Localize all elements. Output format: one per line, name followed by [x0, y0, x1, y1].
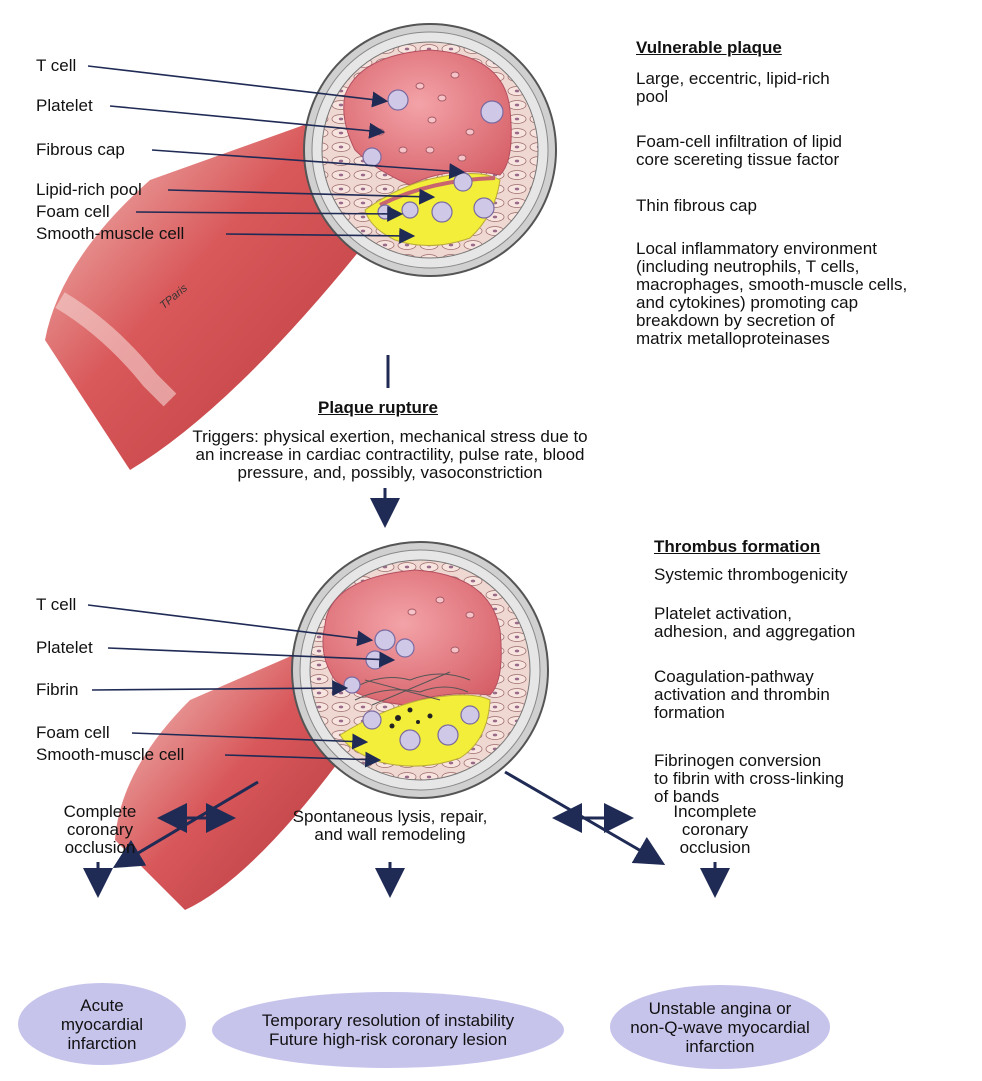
label-smooth-muscle-bottom: Smooth-muscle cell	[36, 746, 184, 764]
result-unstable-angina: Unstable angina or non-Q-wave myocardial…	[610, 985, 830, 1069]
label-foam-cell-bottom: Foam cell	[36, 724, 110, 742]
label-platelet-top: Platelet	[36, 97, 93, 115]
thrombus-formation-title: Thrombus formation	[654, 537, 820, 557]
label-t-cell-bottom: T cell	[36, 596, 76, 614]
thrombus-item: Fibrinogen conversion to fibrin with cro…	[654, 752, 844, 806]
plaque-rupture-triggers: Triggers: physical exertion, mechanical …	[140, 428, 640, 482]
label-t-cell-top: T cell	[36, 57, 76, 75]
label-fibrin: Fibrin	[36, 681, 79, 699]
vulnerable-item: Foam-cell infiltration of lipid core sce…	[636, 133, 842, 169]
label-fibrous-cap: Fibrous cap	[36, 141, 125, 159]
result-acute-mi: Acute myocardial infarction	[18, 983, 186, 1065]
label-foam-cell-top: Foam cell	[36, 203, 110, 221]
thrombus-item: Coagulation-pathway activation and throm…	[654, 668, 830, 722]
result-temporary-resolution: Temporary resolution of instability Futu…	[212, 992, 564, 1068]
label-smooth-muscle-top: Smooth-muscle cell	[36, 225, 184, 243]
vulnerable-plaque-title: Vulnerable plaque	[636, 38, 782, 58]
label-lipid-rich-pool: Lipid-rich pool	[36, 181, 142, 199]
outcome-complete-occlusion: Complete coronary occlusion	[40, 803, 160, 857]
plaque-rupture-title: Plaque rupture	[318, 398, 438, 418]
vulnerable-item: Large, eccentric, lipid-rich pool	[636, 70, 830, 106]
outcome-incomplete-occlusion: Incomplete coronary occlusion	[640, 803, 790, 857]
vulnerable-item: Thin fibrous cap	[636, 197, 757, 215]
vulnerable-item: Local inflammatory environment (includin…	[636, 240, 907, 348]
outcome-spontaneous-lysis: Spontaneous lysis, repair, and wall remo…	[240, 808, 540, 844]
thrombus-item: Systemic thrombogenicity	[654, 566, 848, 584]
thrombus-item: Platelet activation, adhesion, and aggre…	[654, 605, 855, 641]
label-platelet-bottom: Platelet	[36, 639, 93, 657]
bottom-vessel	[115, 542, 548, 910]
